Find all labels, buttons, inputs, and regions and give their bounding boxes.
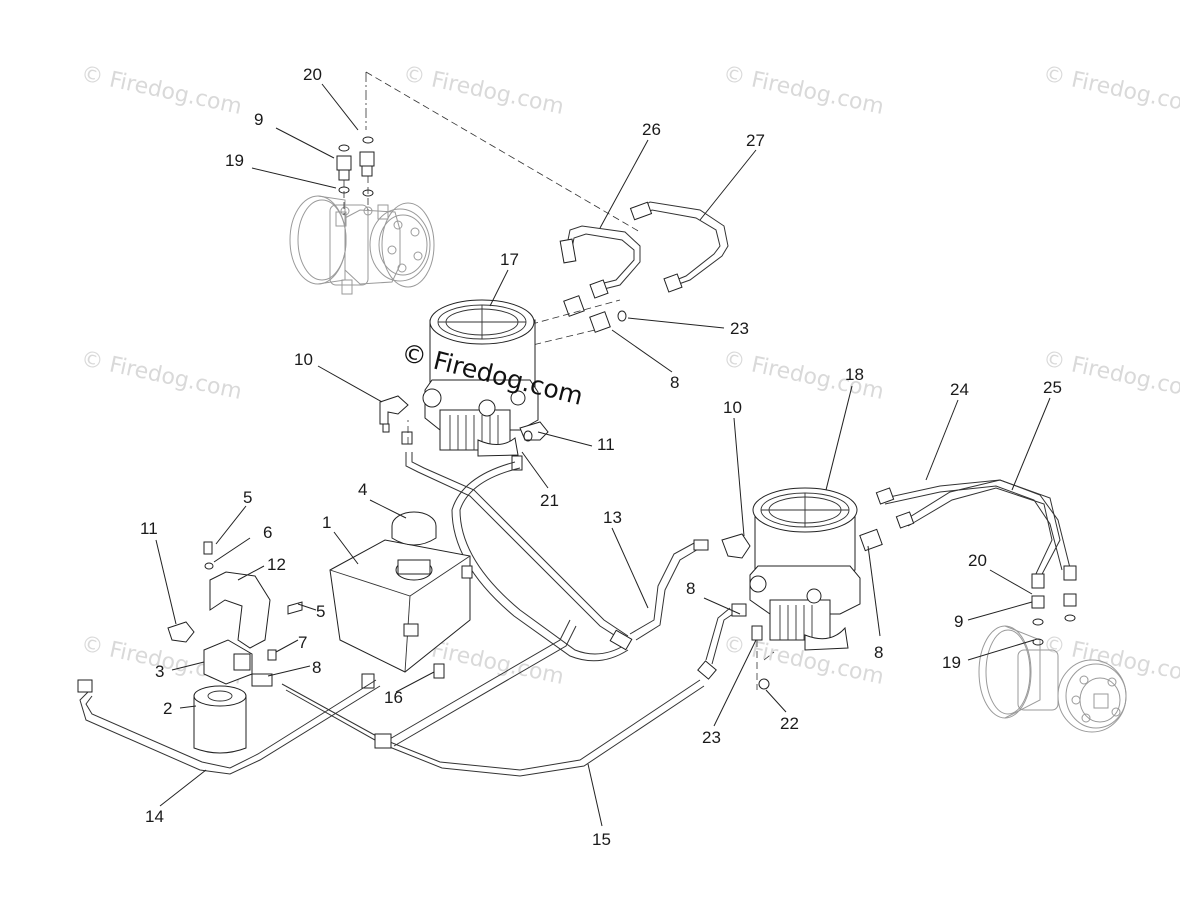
- callout-18: 18: [845, 365, 864, 384]
- hose-13-network: [405, 452, 751, 662]
- callout-10: 10: [723, 398, 742, 417]
- callout-21: 21: [540, 491, 559, 510]
- fitting-11-21-upper: [511, 421, 549, 471]
- fittings-top-left: [336, 71, 641, 233]
- hoses-14-15: [77, 603, 747, 777]
- hoses-24-25: [859, 479, 1077, 589]
- callout-9: 9: [954, 612, 963, 631]
- callout-5: 5: [316, 602, 325, 621]
- watermark: © Firedog.com: [721, 61, 886, 119]
- callout-leaders: [155, 83, 1051, 827]
- fittings-22-23: [751, 625, 775, 690]
- callout-24: 24: [950, 380, 969, 399]
- callout-17: 17: [500, 250, 519, 269]
- callout-8: 8: [670, 373, 679, 392]
- watermark: © Firedog.com: [79, 346, 244, 404]
- pump-17: [422, 299, 539, 457]
- hoses-26-27: [469, 201, 729, 361]
- tank-1: [329, 511, 473, 689]
- callout-16: 16: [384, 688, 403, 707]
- callout-26: 26: [642, 120, 661, 139]
- wheel-motor-right: [978, 593, 1127, 733]
- callout-11: 11: [597, 435, 615, 454]
- callout-8: 8: [312, 658, 321, 677]
- callout-13: 13: [603, 508, 622, 527]
- callout-3: 3: [155, 662, 164, 681]
- watermark: © Firedog.com: [401, 61, 566, 119]
- pump-18: [749, 487, 861, 651]
- callout-23: 23: [702, 728, 721, 747]
- callout-22: 22: [780, 714, 799, 733]
- callout-7: 7: [298, 633, 307, 652]
- callout-2: 2: [163, 699, 172, 718]
- watermark: © Firedog.com: [1041, 61, 1180, 119]
- callout-8: 8: [686, 579, 695, 598]
- callout-4: 4: [358, 480, 367, 499]
- callout-10: 10: [294, 350, 313, 369]
- callout-9: 9: [254, 110, 263, 129]
- callout-27: 27: [746, 131, 765, 150]
- callout-20: 20: [303, 65, 322, 84]
- callout-12: 12: [267, 555, 286, 574]
- callout-20: 20: [968, 551, 987, 570]
- callout-8: 8: [874, 643, 883, 662]
- callout-1: 1: [322, 513, 331, 532]
- filter-assembly: [167, 541, 303, 754]
- callout-19: 19: [942, 653, 961, 672]
- callout-23: 23: [730, 319, 749, 338]
- callout-14: 14: [145, 807, 164, 826]
- callout-25: 25: [1043, 378, 1062, 397]
- callout-labels: 20 9 19 26 27 17 23 8 10 11 21 18 24 25 …: [140, 65, 1062, 849]
- callout-19: 19: [225, 151, 244, 170]
- watermark: © Firedog.com: [79, 61, 244, 119]
- elbow-fitting-10-upper: [379, 395, 413, 445]
- wheel-motor-left: [289, 195, 435, 295]
- callout-11: 11: [140, 519, 158, 538]
- callout-15: 15: [592, 830, 611, 849]
- callout-6: 6: [263, 523, 272, 542]
- callout-5: 5: [243, 488, 252, 507]
